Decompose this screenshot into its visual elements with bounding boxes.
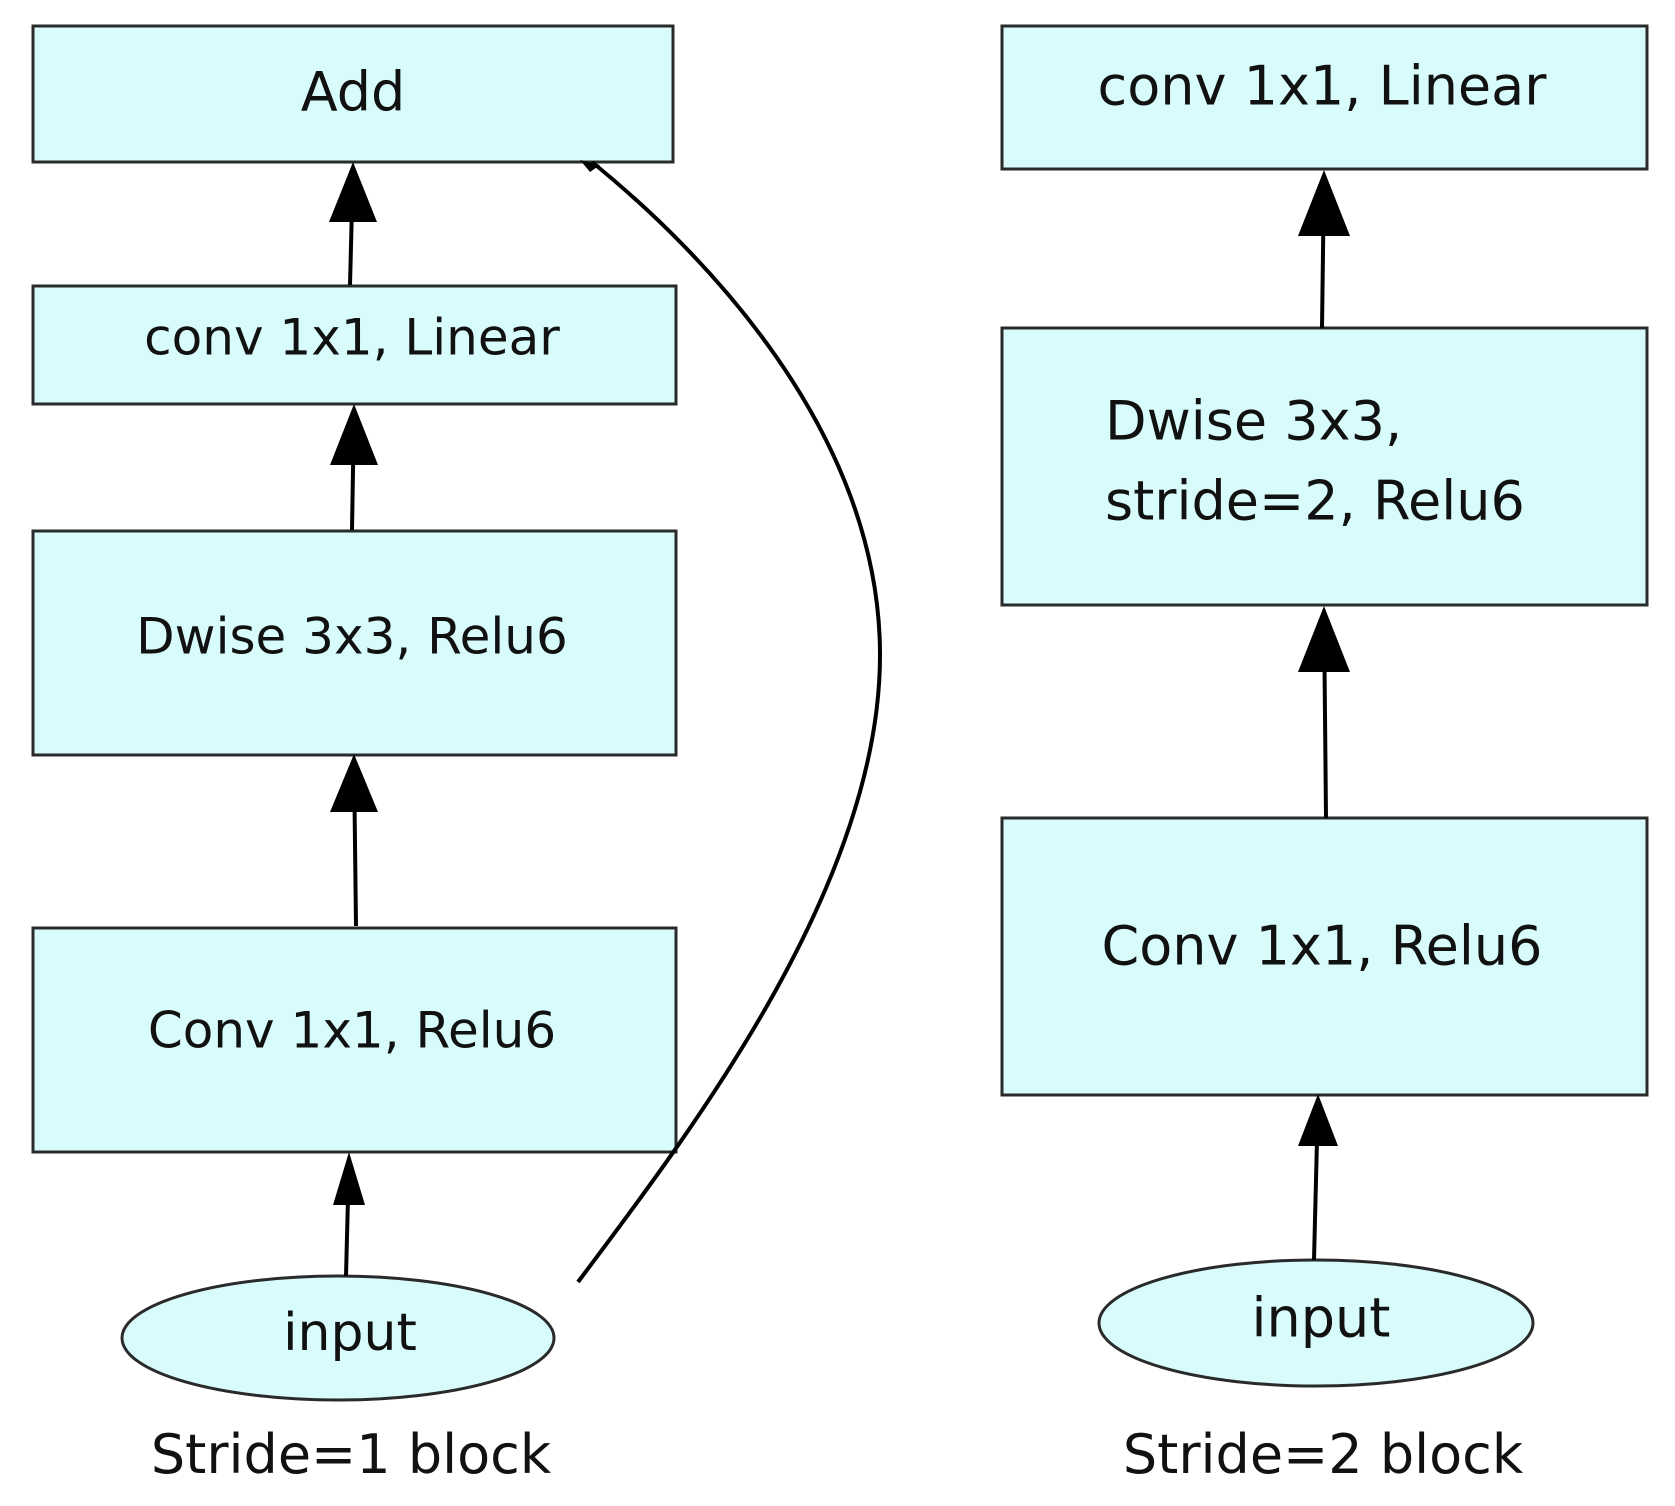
arrowhead-conv-to-dwise: [330, 754, 378, 812]
conv-relu-node: [31, 926, 678, 1154]
arrowhead-input-to-conv: [333, 1152, 365, 1205]
arrowhead-dwise-to-linear-right: [1298, 170, 1350, 236]
arrowhead-linear-to-add: [329, 162, 377, 222]
arrowhead-input-to-conv-right: [1298, 1094, 1338, 1146]
stride2-caption: Stride=2 block: [1123, 1423, 1524, 1486]
dwise-label-right-line1: Dwise 3x3,: [1105, 390, 1402, 453]
input-label-right: input: [1252, 1287, 1391, 1350]
conv-relu-label: Conv 1x1, Relu6: [148, 1002, 556, 1060]
conv-linear-label: conv 1x1, Linear: [144, 309, 560, 367]
conv-relu-node-right: [1000, 816, 1649, 1097]
stride1-caption: Stride=1 block: [151, 1423, 552, 1486]
stride1-block: Add conv 1x1, Linear Dwise 3x3, Relu6 Co…: [31, 24, 883, 1402]
dwise-node: [31, 529, 678, 757]
dwise-label-right-line2: stride=2, Relu6: [1105, 470, 1525, 533]
arrowhead-residual: [580, 160, 600, 172]
input-node: [120, 1274, 556, 1402]
input-label: input: [283, 1303, 417, 1363]
arrowhead-dwise-to-linear: [330, 404, 378, 465]
arrowhead-conv-to-dwise-right: [1298, 606, 1350, 672]
dwise-label: Dwise 3x3, Relu6: [136, 608, 568, 666]
stride2-block: conv 1x1, Linear Dwise 3x3, stride=2, Re…: [1000, 24, 1649, 1388]
conv-linear-label-right: conv 1x1, Linear: [1098, 55, 1548, 118]
residual-connection: [576, 160, 883, 1284]
dwise-node-right: [1000, 326, 1649, 607]
conv-relu-label-right: Conv 1x1, Relu6: [1102, 915, 1543, 978]
conv-linear-node-right: [1000, 24, 1649, 171]
add-label: Add: [301, 61, 406, 124]
conv-linear-node: [31, 284, 678, 406]
add-node: [31, 24, 675, 164]
